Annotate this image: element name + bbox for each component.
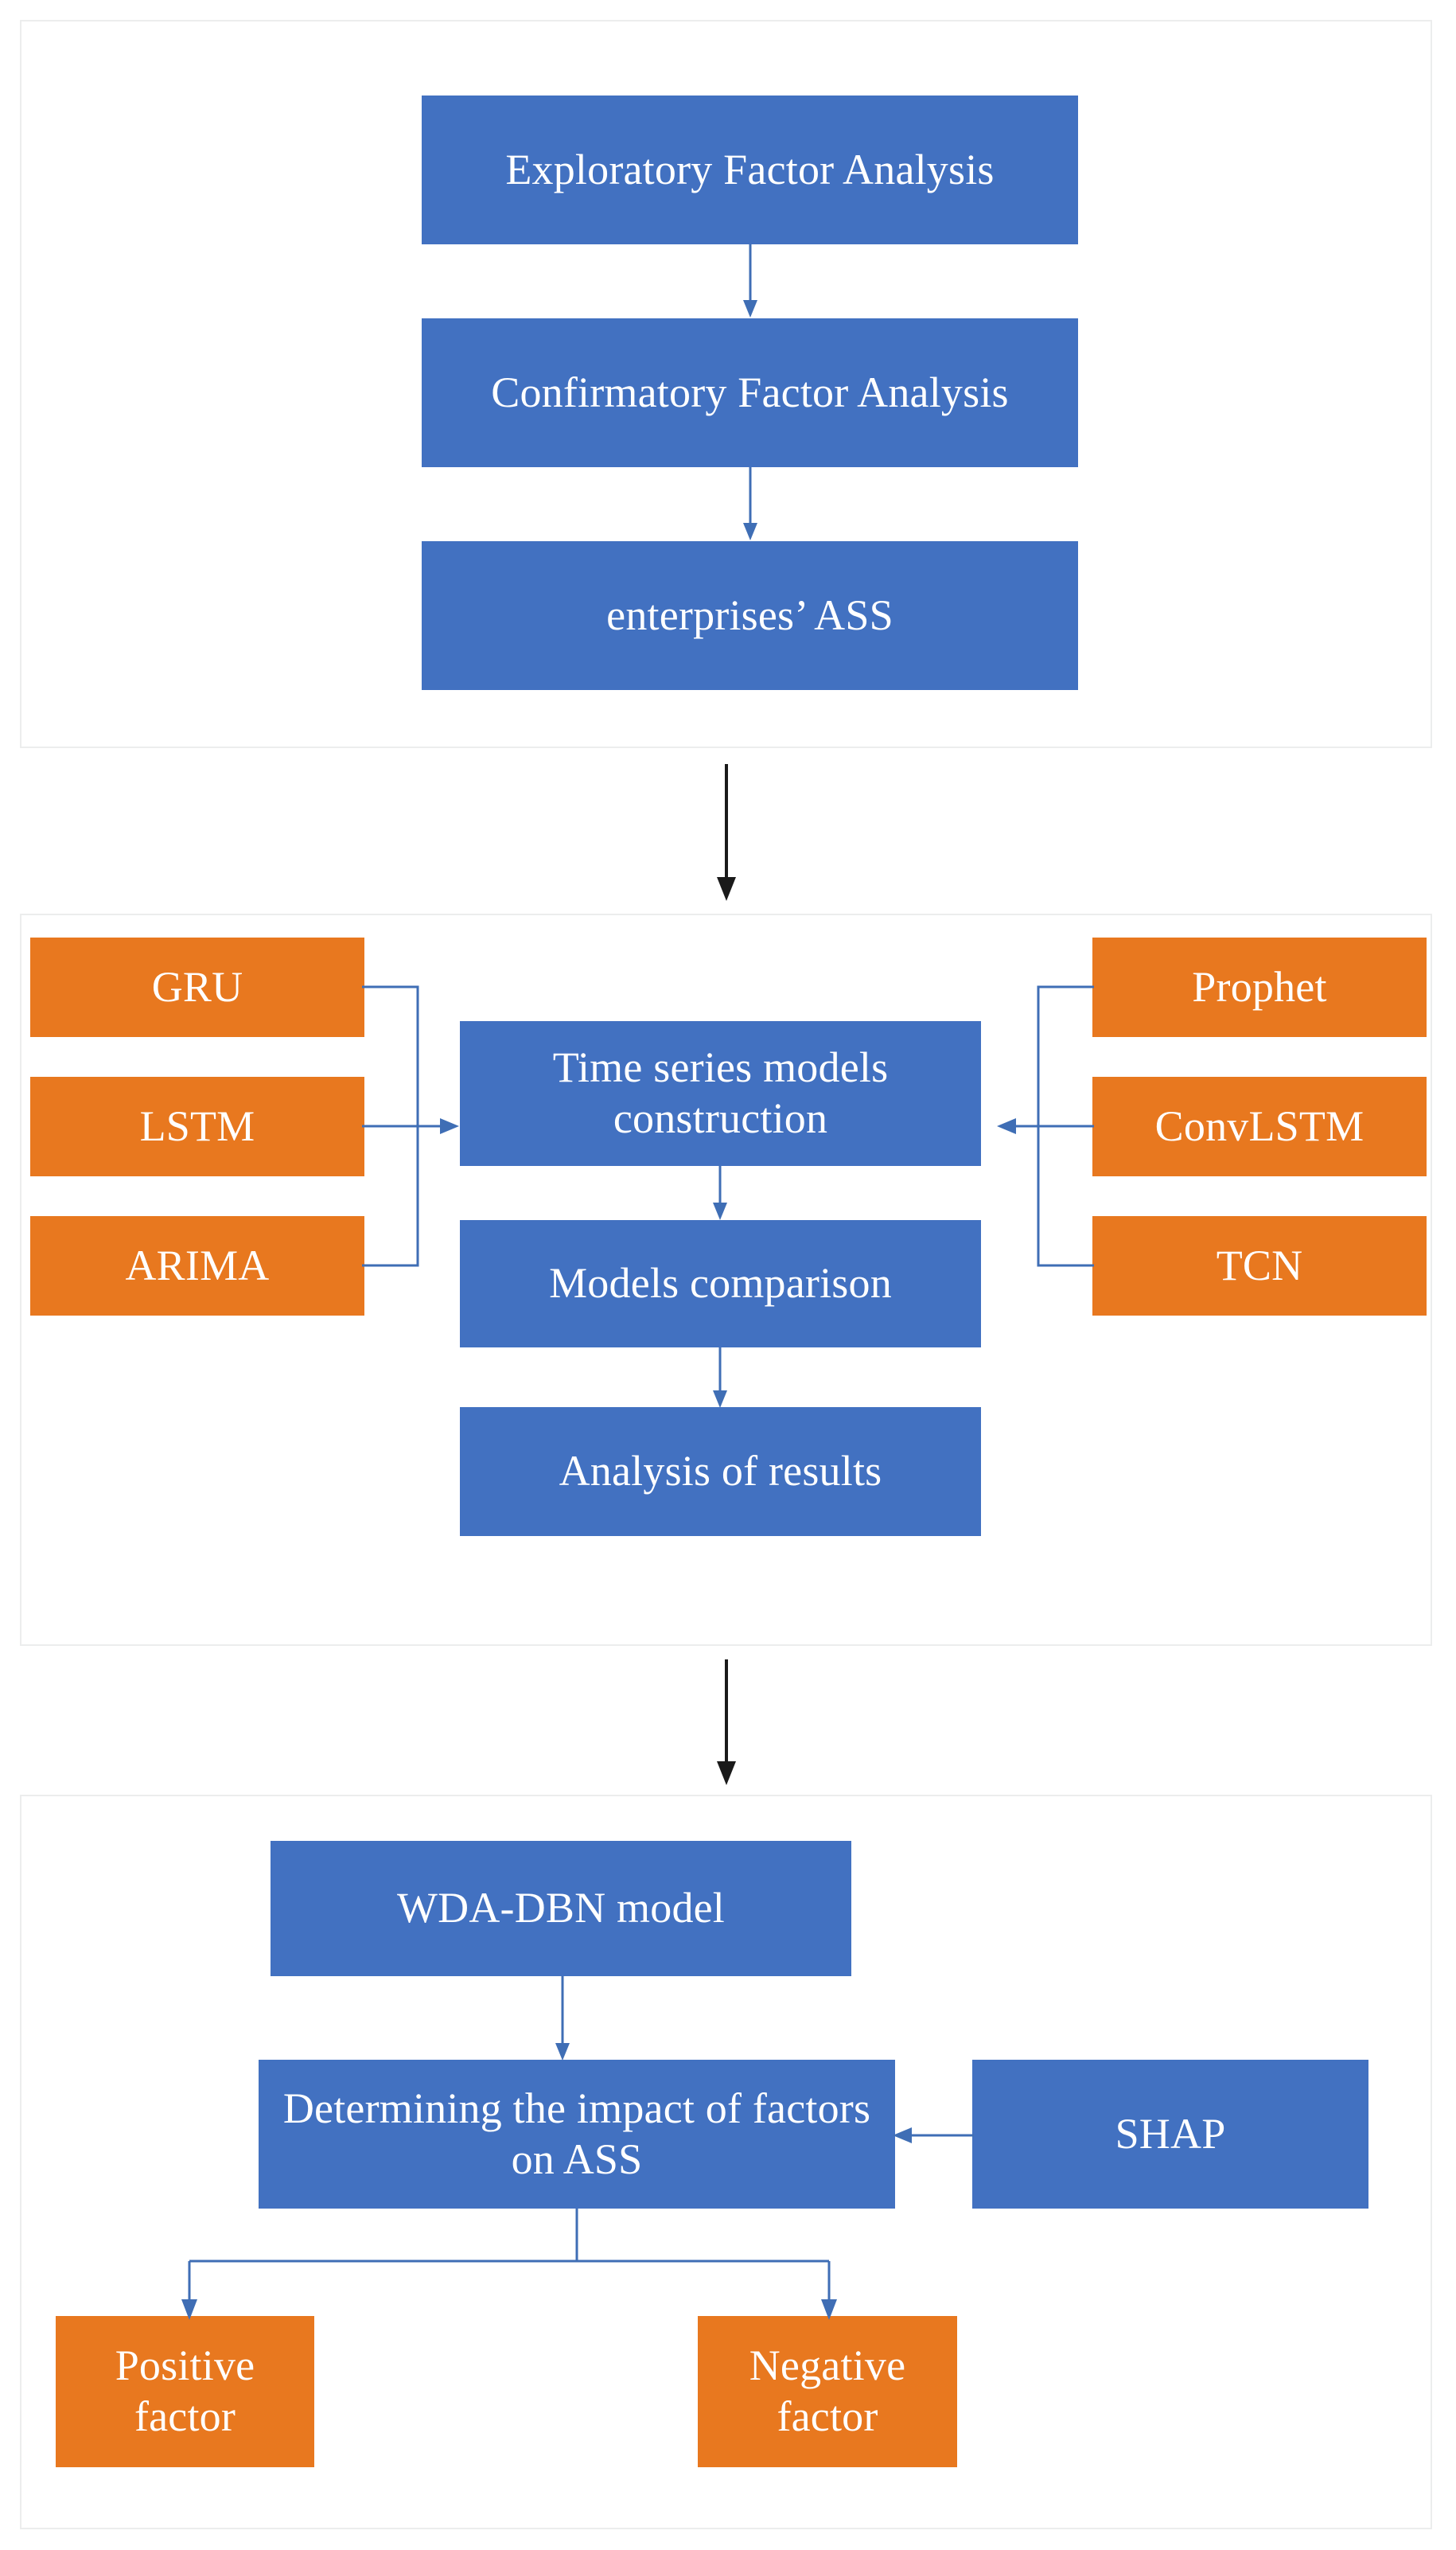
node-negative-factor[interactable]: Negative factor — [698, 2316, 957, 2467]
node-exploratory-factor-analysis[interactable]: Exploratory Factor Analysis — [422, 96, 1078, 244]
node-models-comparison[interactable]: Models comparison — [460, 1220, 981, 1347]
edge-wda-to-det — [553, 1976, 577, 2062]
edge-right-models-to-tsmc — [989, 979, 1094, 1281]
node-prophet[interactable]: Prophet — [1092, 938, 1427, 1037]
edge-left-models-to-tsmc — [362, 979, 465, 1281]
edge-panel1-to-panel2 — [710, 764, 742, 903]
node-shap[interactable]: SHAP — [972, 2060, 1368, 2209]
edge-mcmp-to-anres — [710, 1347, 734, 1410]
node-lstm[interactable]: LSTM — [30, 1077, 364, 1176]
node-determining-impact-of-factors[interactable]: Determining the impact of factors on ASS — [259, 2060, 895, 2209]
node-enterprises-ass[interactable]: enterprises’ ASS — [422, 541, 1078, 690]
node-analysis-of-results[interactable]: Analysis of results — [460, 1407, 981, 1536]
edge-cfa-to-ass — [741, 467, 765, 541]
edge-det-fork-to-factors — [171, 2209, 855, 2324]
node-confirmatory-factor-analysis[interactable]: Confirmatory Factor Analysis — [422, 318, 1078, 467]
edge-shap-to-det — [890, 2123, 977, 2147]
edge-efa-to-cfa — [741, 244, 765, 318]
node-positive-factor[interactable]: Positive factor — [56, 2316, 314, 2467]
node-arima[interactable]: ARIMA — [30, 1216, 364, 1316]
node-time-series-models-construction[interactable]: Time series models construction — [460, 1021, 981, 1166]
edge-tsmc-to-mcmp — [710, 1166, 734, 1222]
edge-panel2-to-panel3 — [710, 1659, 742, 1787]
node-tcn[interactable]: TCN — [1092, 1216, 1427, 1316]
node-convlstm[interactable]: ConvLSTM — [1092, 1077, 1427, 1176]
node-wda-dbn-model[interactable]: WDA-DBN model — [271, 1841, 851, 1976]
node-gru[interactable]: GRU — [30, 938, 364, 1037]
